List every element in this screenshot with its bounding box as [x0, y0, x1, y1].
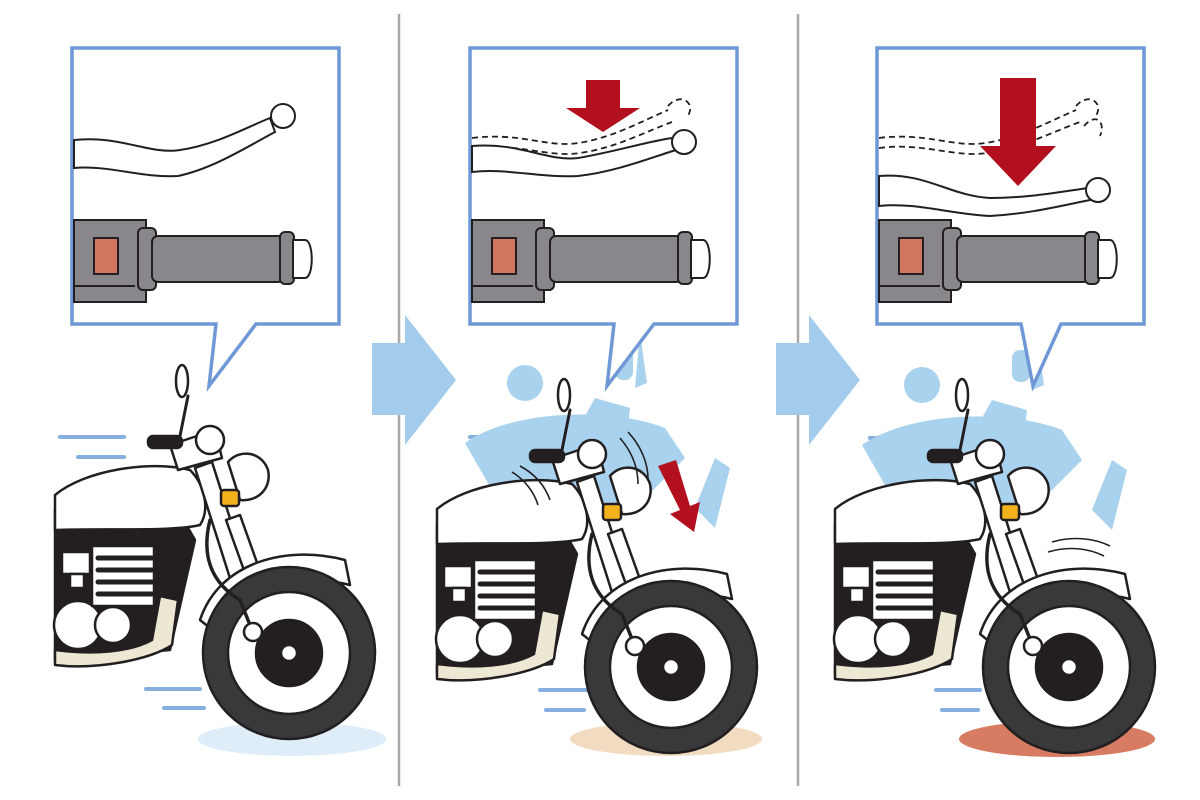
- kill-switch: [93, 237, 119, 275]
- brake-lever: [73, 103, 296, 178]
- panel-1: [52, 46, 386, 756]
- handlebar-grip: [73, 219, 313, 303]
- brake-lever: [471, 129, 697, 178]
- brake-lever: [878, 174, 1111, 218]
- handlebar-grip: [471, 219, 711, 303]
- lever-callout: [468, 46, 739, 393]
- kill-switch: [491, 237, 517, 275]
- progress-arrow: [776, 315, 860, 445]
- motion-marks: [511, 431, 649, 506]
- panel-3: [832, 46, 1157, 757]
- kill-switch: [898, 237, 924, 275]
- handlebar-grip: [878, 219, 1118, 303]
- panel-2: [434, 46, 762, 756]
- motorcycle: [832, 377, 1157, 755]
- speed-lines: [58, 435, 206, 710]
- lever-callout: [70, 46, 341, 393]
- fork-dive-arrow: [658, 460, 700, 532]
- lever-previous-position: [878, 98, 1103, 155]
- progress-arrow: [372, 315, 456, 445]
- lever-callout: [875, 46, 1146, 392]
- press-arrow: [566, 80, 640, 132]
- motorcycle: [52, 363, 377, 741]
- motion-marks: [1047, 537, 1111, 557]
- press-arrow: [980, 78, 1056, 186]
- motorcycle: [434, 377, 759, 755]
